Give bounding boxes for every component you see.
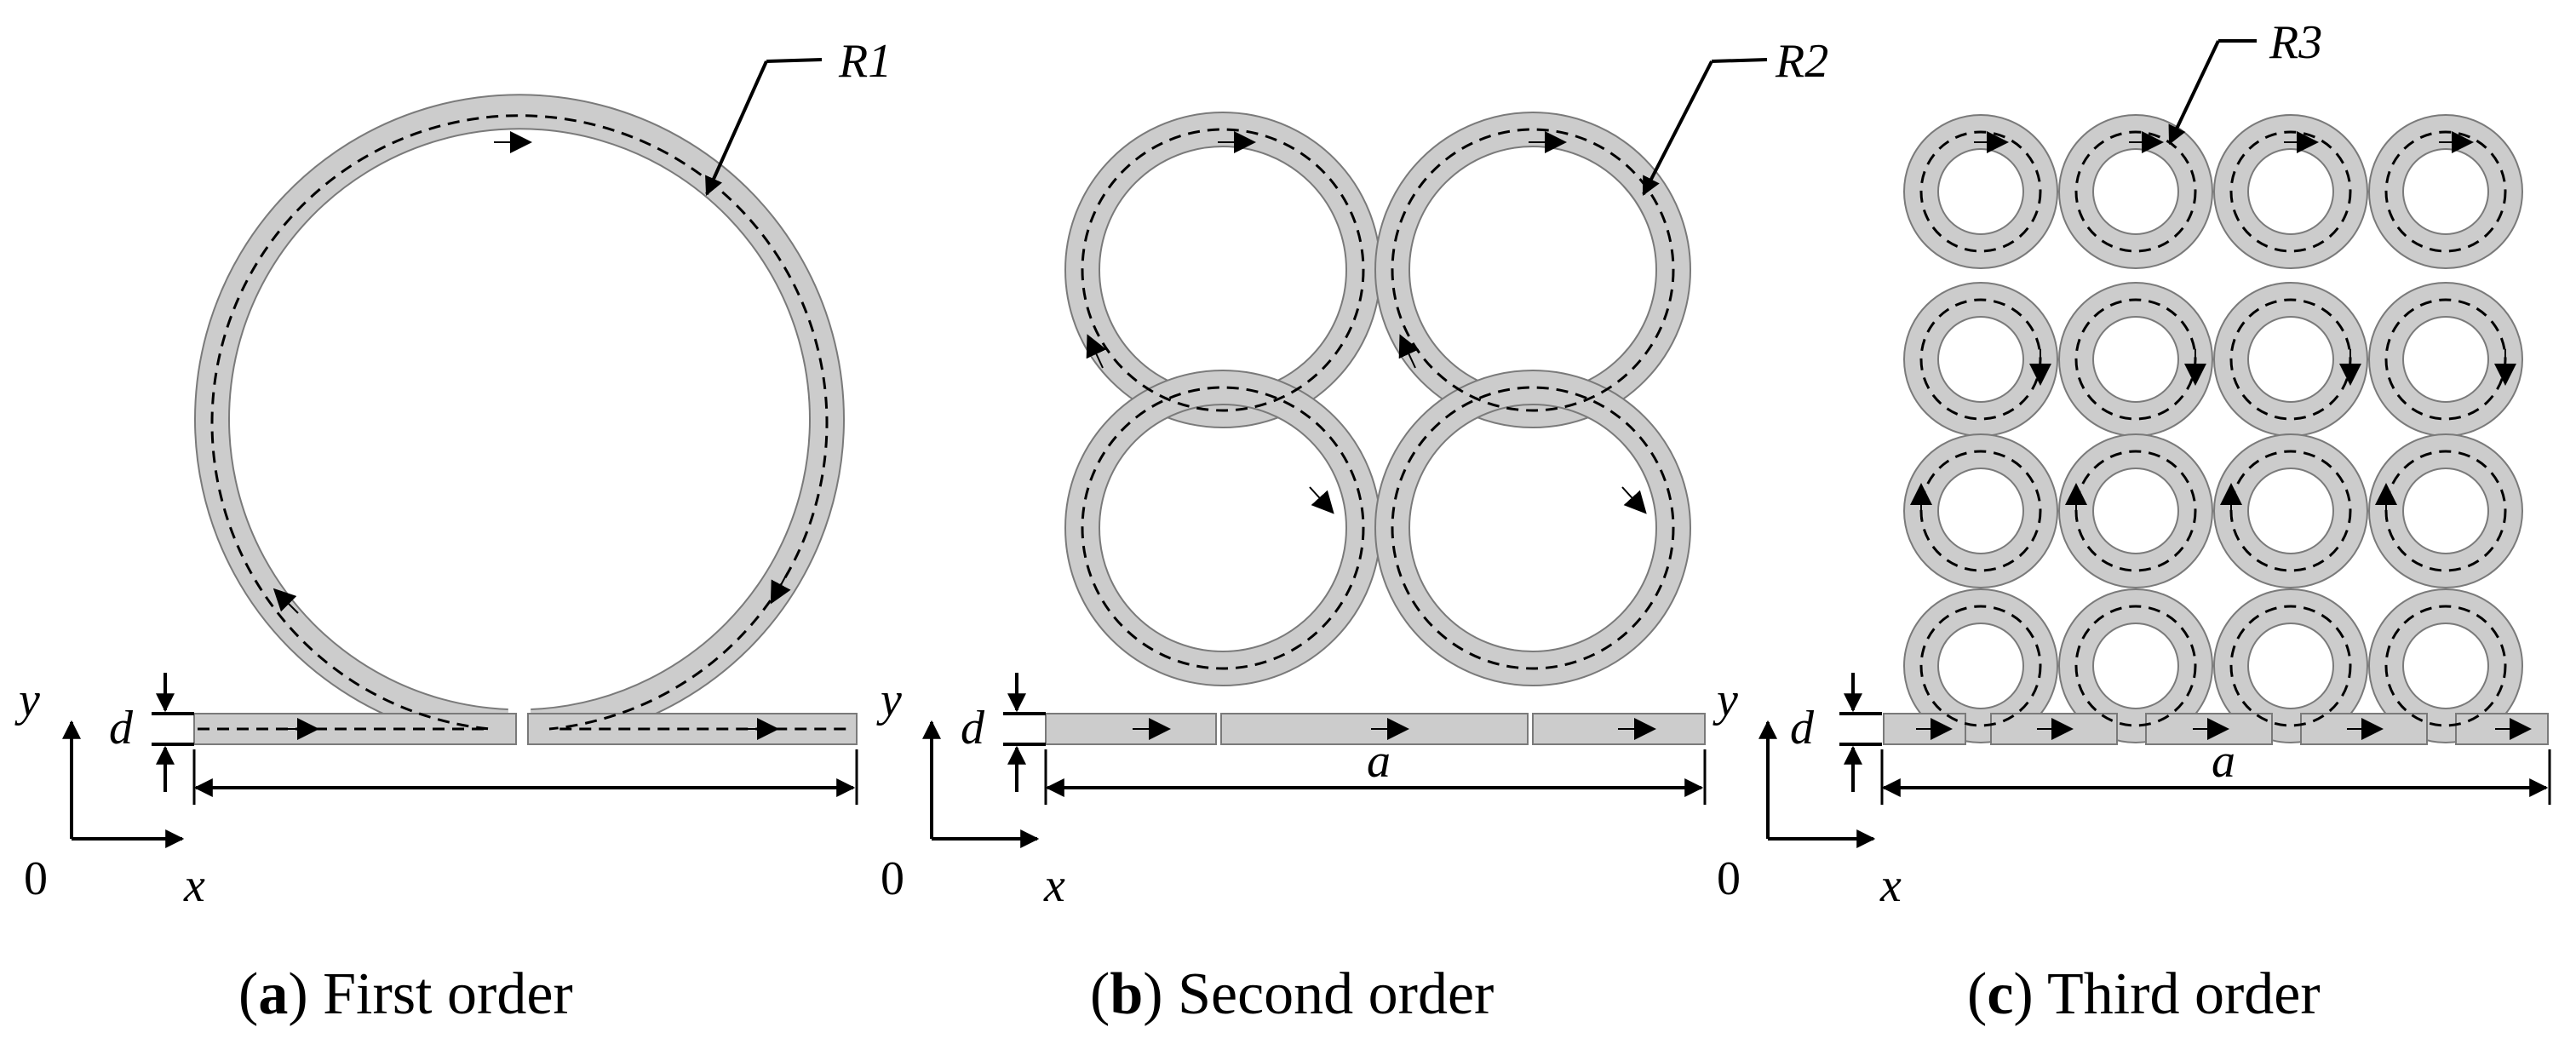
axis-y-label-a: y	[14, 674, 40, 726]
current-loop-c-2-3	[2229, 605, 2352, 727]
rings-b	[1064, 112, 1691, 686]
ring-b-1-1-fill	[1376, 371, 1690, 685]
current-loop-c-1-3	[2074, 605, 2197, 727]
feed-b-right	[1532, 713, 1706, 745]
origin-label-b: 0	[881, 852, 904, 905]
caption-a: (a) First order	[238, 961, 573, 1027]
thickness-label-b: d	[961, 702, 985, 755]
ring-b-1-0-fill	[1376, 113, 1690, 427]
current-loop-c-0-3	[1919, 605, 2042, 727]
current-path-b	[1081, 128, 1675, 670]
pointer-r1	[766, 58, 823, 63]
current-loop-b-0-0	[1081, 128, 1365, 412]
axis-y-label-b: y	[876, 674, 902, 726]
rings-c	[1903, 114, 2523, 743]
ring-b-0-0-fill	[1066, 113, 1380, 427]
caption-c: (c) Third order	[1967, 961, 2321, 1027]
width-label-b: a	[1367, 735, 1391, 788]
ring-b-0-1-fill	[1066, 371, 1380, 685]
ring-r1-fill	[196, 95, 843, 743]
pointer-r3-shaft	[2168, 40, 2220, 145]
thickness-label-c: d	[1790, 702, 1815, 755]
current-loop-b-0-1	[1081, 386, 1365, 670]
pointer-r2	[1711, 58, 1768, 63]
caption-b: (b) Second order	[1090, 961, 1494, 1027]
width-label-c: a	[2212, 735, 2235, 788]
current-loop-c-3-3	[2384, 605, 2507, 727]
pointer-label-r2: R2	[1775, 35, 1828, 88]
feed-b-left	[1045, 713, 1217, 745]
pointer-label-r1: R1	[838, 35, 892, 88]
current-loop-c-0-0	[1919, 130, 2042, 253]
axis-x-label-c: x	[1879, 859, 1902, 912]
pointer-r2-shaft	[1642, 60, 1713, 196]
thickness-label-a: d	[109, 702, 134, 755]
origin-label-c: 0	[1717, 852, 1741, 905]
pointer-r1-shaft	[705, 60, 768, 197]
extra-y-label: y	[1713, 674, 1738, 726]
pointer-label-r3: R3	[2269, 16, 2322, 69]
flow-arrows-b	[1086, 131, 1656, 740]
panel-a: R1 d y x 0 (a) First order	[14, 35, 892, 1027]
panel-c: R3 d a x 0 (c) Third order	[1717, 16, 2551, 1027]
feed-right	[527, 713, 858, 745]
current-loop-c-2-0	[2229, 130, 2352, 253]
axis-x-label-b: x	[1043, 859, 1065, 912]
current-loop-b-1-1	[1391, 386, 1675, 670]
flow-arrows-a	[273, 131, 791, 740]
panel-b: R2 d a y x 0 y (b) Second order	[876, 35, 1828, 1027]
current-loop-c-3-0	[2384, 130, 2507, 253]
origin-label-a: 0	[24, 852, 48, 905]
current-loop-c-1-0	[2074, 130, 2197, 253]
axis-x-label-a: x	[183, 859, 205, 912]
current-loop-b-1-0	[1391, 128, 1675, 412]
flow-arrows-c	[1910, 131, 2532, 740]
